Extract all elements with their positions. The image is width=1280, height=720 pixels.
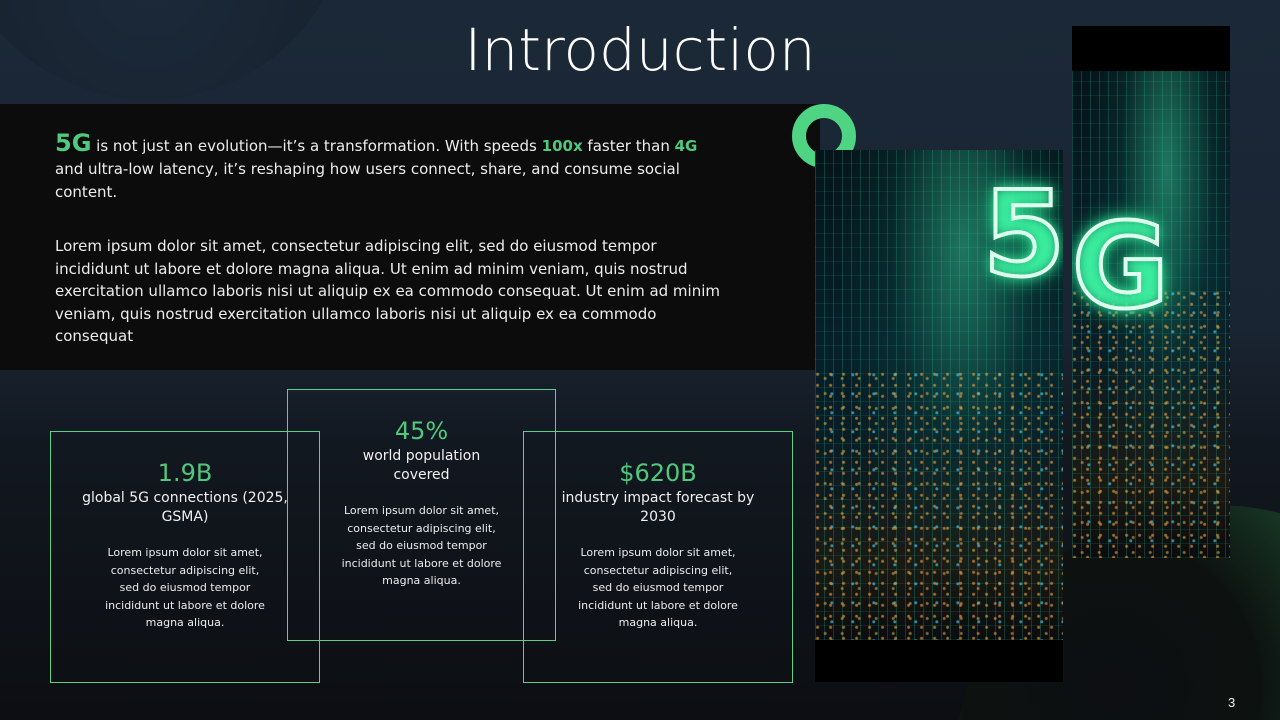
- intro-part-3: and ultra-low latency, it’s reshaping ho…: [55, 160, 680, 201]
- image-5g-right: G: [1072, 26, 1230, 558]
- intro-paragraph: 5G is not just an evolution—it’s a trans…: [55, 129, 715, 204]
- intro-text-band: [0, 104, 820, 370]
- stat-value: $620B: [619, 459, 697, 487]
- neon-5-glyph: 5: [981, 163, 1063, 305]
- stat-label: global 5G connections (2025, GSMA): [82, 490, 288, 525]
- image-5g-left: 5: [815, 150, 1063, 682]
- image-right-content: G: [1072, 71, 1230, 558]
- slide-title: Introduction: [0, 16, 1280, 84]
- stat-value: 1.9B: [157, 459, 213, 487]
- stat-body: Lorem ipsum dolor sit amet, consectetur …: [578, 546, 738, 629]
- body-paragraph: Lorem ipsum dolor sit amet, consectetur …: [55, 237, 721, 345]
- city-lights: [815, 370, 1063, 640]
- highlight-5g: 5G: [55, 129, 92, 157]
- page-number: 3: [1228, 695, 1236, 710]
- intro-part-2: faster than: [582, 137, 675, 155]
- neon-g-glyph: G: [1072, 195, 1171, 337]
- highlight-100x: 100x: [541, 137, 583, 155]
- city-lights: [1072, 290, 1230, 558]
- slide-title-text: Introduction: [464, 16, 816, 84]
- stat-label: industry impact forecast by 2030: [561, 490, 755, 525]
- stat-body: Lorem ipsum dolor sit amet, consectetur …: [341, 504, 502, 587]
- stat-value: 45%: [394, 417, 449, 445]
- intro-part-1: is not just an evolution—it’s a transfor…: [91, 137, 542, 155]
- stat-card-population: 45% world population covered Lorem ipsum…: [287, 389, 556, 641]
- stat-label: world population covered: [362, 448, 481, 483]
- stat-card-industry-impact: $620B industry impact forecast by 2030 L…: [523, 431, 793, 683]
- image-left-content: 5: [815, 150, 1063, 640]
- highlight-4g: 4G: [674, 137, 698, 155]
- stat-body: Lorem ipsum dolor sit amet, consectetur …: [105, 546, 265, 629]
- stat-card-connections: 1.9B global 5G connections (2025, GSMA) …: [50, 431, 320, 683]
